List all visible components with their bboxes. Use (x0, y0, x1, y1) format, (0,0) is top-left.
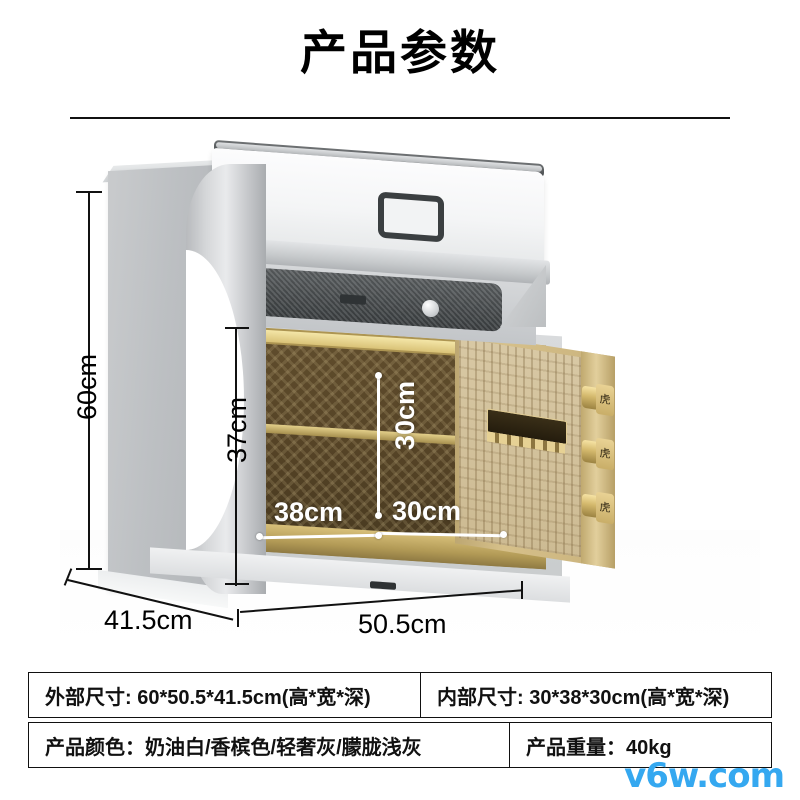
watermark: v6w.com (624, 756, 785, 796)
lock-bolt-glyph: 虎 (596, 491, 614, 525)
dim-line-depth-37 (235, 328, 238, 586)
dim-line-height-60 (88, 192, 90, 570)
brand-badge (340, 294, 366, 305)
dim-label-interior-height-30: 30cm (390, 380, 420, 450)
spec-cell-interior-size: 内部尺寸: 30*38*30cm(高*宽*深) (437, 686, 730, 709)
dim-label-height-60: 60cm (72, 353, 102, 420)
lock-bolt-glyph: 虎 (596, 383, 614, 417)
title-divider (70, 117, 730, 119)
lock-bolt-glyph: 虎 (596, 437, 614, 471)
dim-dot-bottom-30h (375, 512, 382, 519)
dim-tick-right-50-5 (521, 581, 523, 599)
dim-label-interior-width-38: 38cm (274, 497, 344, 527)
dim-tick-right-41-5 (237, 609, 239, 627)
round-knob-icon[interactable] (422, 299, 439, 318)
dim-dot-top-30h (375, 372, 382, 379)
spec-table: 外部尺寸: 60*50.5*41.5cm(高*宽*深) 内部尺寸: 30*38*… (28, 672, 772, 768)
lock-bolt-1: 虎 (582, 381, 614, 417)
dim-line-interior-height-30 (377, 376, 380, 516)
lock-bolt-2: 虎 (582, 435, 614, 471)
dim-dot-left-38 (256, 533, 263, 540)
spec-cell-product-weight: 产品重量：40kg (526, 736, 672, 759)
dim-tick-bottom-37 (225, 583, 249, 586)
spec-cell-product-color: 产品颜色：奶油白/香槟色/轻奢灰/朦胧浅灰 (29, 723, 510, 767)
dim-label-depth-41-5: 41.5cm (104, 605, 193, 635)
dim-label-depth-37: 37cm (222, 396, 252, 463)
safe-door-face (459, 337, 581, 558)
dim-tick-bottom-60 (76, 568, 102, 570)
product-illustration: 虎 虎 虎 (0, 130, 800, 650)
spec-cell-exterior-size: 外部尺寸: 60*50.5*41.5cm(高*宽*深) (29, 673, 421, 717)
page-title: 产品参数 (300, 26, 500, 81)
dim-dot-mid (375, 532, 382, 539)
spec-table-row: 外部尺寸: 60*50.5*41.5cm(高*宽*深) 内部尺寸: 30*38*… (28, 672, 772, 718)
drawer-handle-icon[interactable] (378, 191, 444, 243)
dim-label-interior-depth-30: 30cm (392, 496, 462, 526)
dim-label-width-50-5: 50.5cm (358, 609, 447, 639)
dim-tick-top-37 (225, 327, 249, 330)
spec-table-row: 产品颜色：奶油白/香槟色/轻奢灰/朦胧浅灰 产品重量：40kg (28, 722, 772, 768)
dim-tick-top-60 (76, 191, 102, 193)
dim-dot-right-30 (500, 531, 507, 538)
lock-bolt-3: 虎 (582, 489, 614, 525)
